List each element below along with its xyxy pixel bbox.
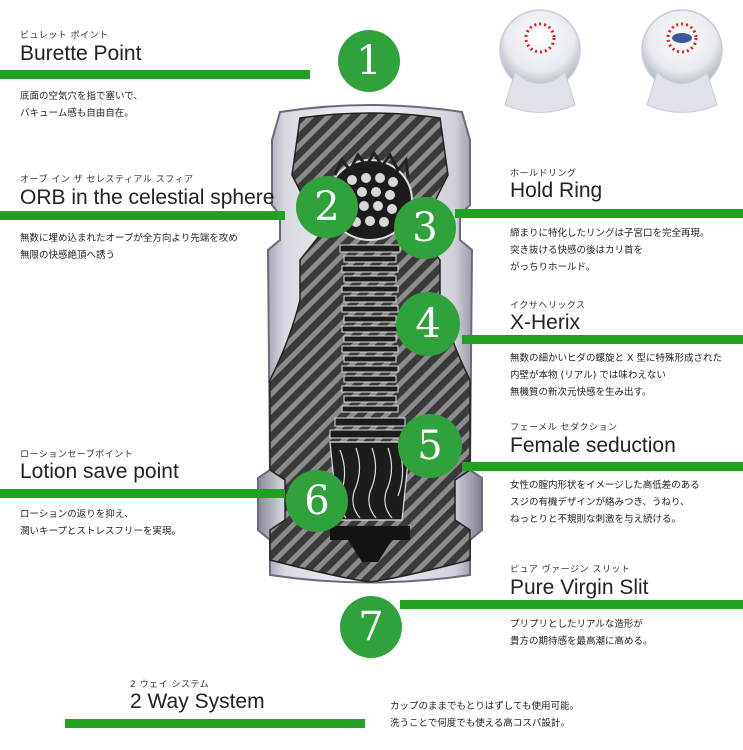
leader-bar-lotion bbox=[0, 489, 285, 498]
leader-bar-2way bbox=[65, 719, 365, 728]
badge-7: 7 bbox=[340, 596, 402, 658]
section-desc-burette: 底面の空気穴を指で塞いで、 バキューム感も自由自在。 bbox=[20, 91, 143, 119]
section-title-orb: ORB in the celestial sphere bbox=[20, 186, 275, 209]
section-desc-pure-virgin: プリプリとしたリアルな造形が 貴方の期待感を最高潮に高める。 bbox=[510, 619, 653, 647]
section-kana-2way: 2 ウェイ システム bbox=[130, 680, 210, 690]
section-desc-hold-ring: 締まりに特化したリングは子宮口を完全再現。 突き抜ける快感の後はカリ首を がっち… bbox=[510, 228, 710, 273]
section-desc-x-herix: 無数の細かいヒダの螺旋と X 型に特殊形成された 内壁が本物 (リアル) では味… bbox=[510, 353, 723, 398]
section-title-pure-virgin: Pure Virgin Slit bbox=[510, 576, 649, 599]
section-kana-lotion: ローションセーブポイント bbox=[20, 450, 134, 460]
leader-bar-x-herix bbox=[462, 335, 743, 344]
leader-bar-female-seduction bbox=[462, 462, 743, 471]
badge-5: 5 bbox=[398, 414, 462, 478]
section-kana-female-seduction: フェーメル セダクション bbox=[510, 423, 618, 433]
section-kana-pure-virgin: ピュア ヴァージン スリット bbox=[510, 565, 631, 575]
section-title-female-seduction: Female seduction bbox=[510, 434, 676, 457]
badge-3: 3 bbox=[394, 197, 456, 259]
section-desc-female-seduction: 女性の膣内形状をイメージした高低差のある スジの有機デザインが絡みつき、うねり、… bbox=[510, 480, 700, 525]
badge-6: 6 bbox=[286, 470, 348, 532]
badge-4: 4 bbox=[396, 292, 460, 356]
leader-bar-burette bbox=[0, 70, 310, 79]
badge-1: 1 bbox=[338, 30, 400, 92]
section-title-2way: 2 Way System bbox=[130, 690, 265, 713]
leader-bar-hold-ring bbox=[455, 209, 743, 218]
section-desc-lotion: ローションの返りを抑え、 潤いキープとストレスフリーを実現。 bbox=[20, 509, 181, 537]
section-title-hold-ring: Hold Ring bbox=[510, 179, 603, 202]
section-title-burette: Burette Point bbox=[20, 42, 142, 65]
leader-bar-pure-virgin bbox=[400, 600, 743, 609]
section-title-x-herix: X-Herix bbox=[510, 311, 581, 334]
section-desc-2way: カップのままでもとりはずしても使用可能。 洗うことで何度でも使える高コスパ設計。 bbox=[390, 701, 580, 729]
section-desc-orb: 無数に埋め込まれたオーブが全方向より先端を攻め 無限の快感絶頂へ誘う bbox=[20, 233, 238, 261]
section-kana-burette: ビュレット ポイント bbox=[20, 31, 109, 41]
leader-bar-orb bbox=[0, 211, 285, 220]
section-title-lotion: Lotion save point bbox=[20, 460, 179, 483]
badge-2: 2 bbox=[296, 176, 358, 238]
section-kana-x-herix: イクサヘリックス bbox=[510, 301, 586, 311]
section-kana-orb: オーブ イン ザ セレスティアル スフィア bbox=[20, 175, 194, 185]
section-kana-hold-ring: ホールドリング bbox=[510, 169, 577, 179]
